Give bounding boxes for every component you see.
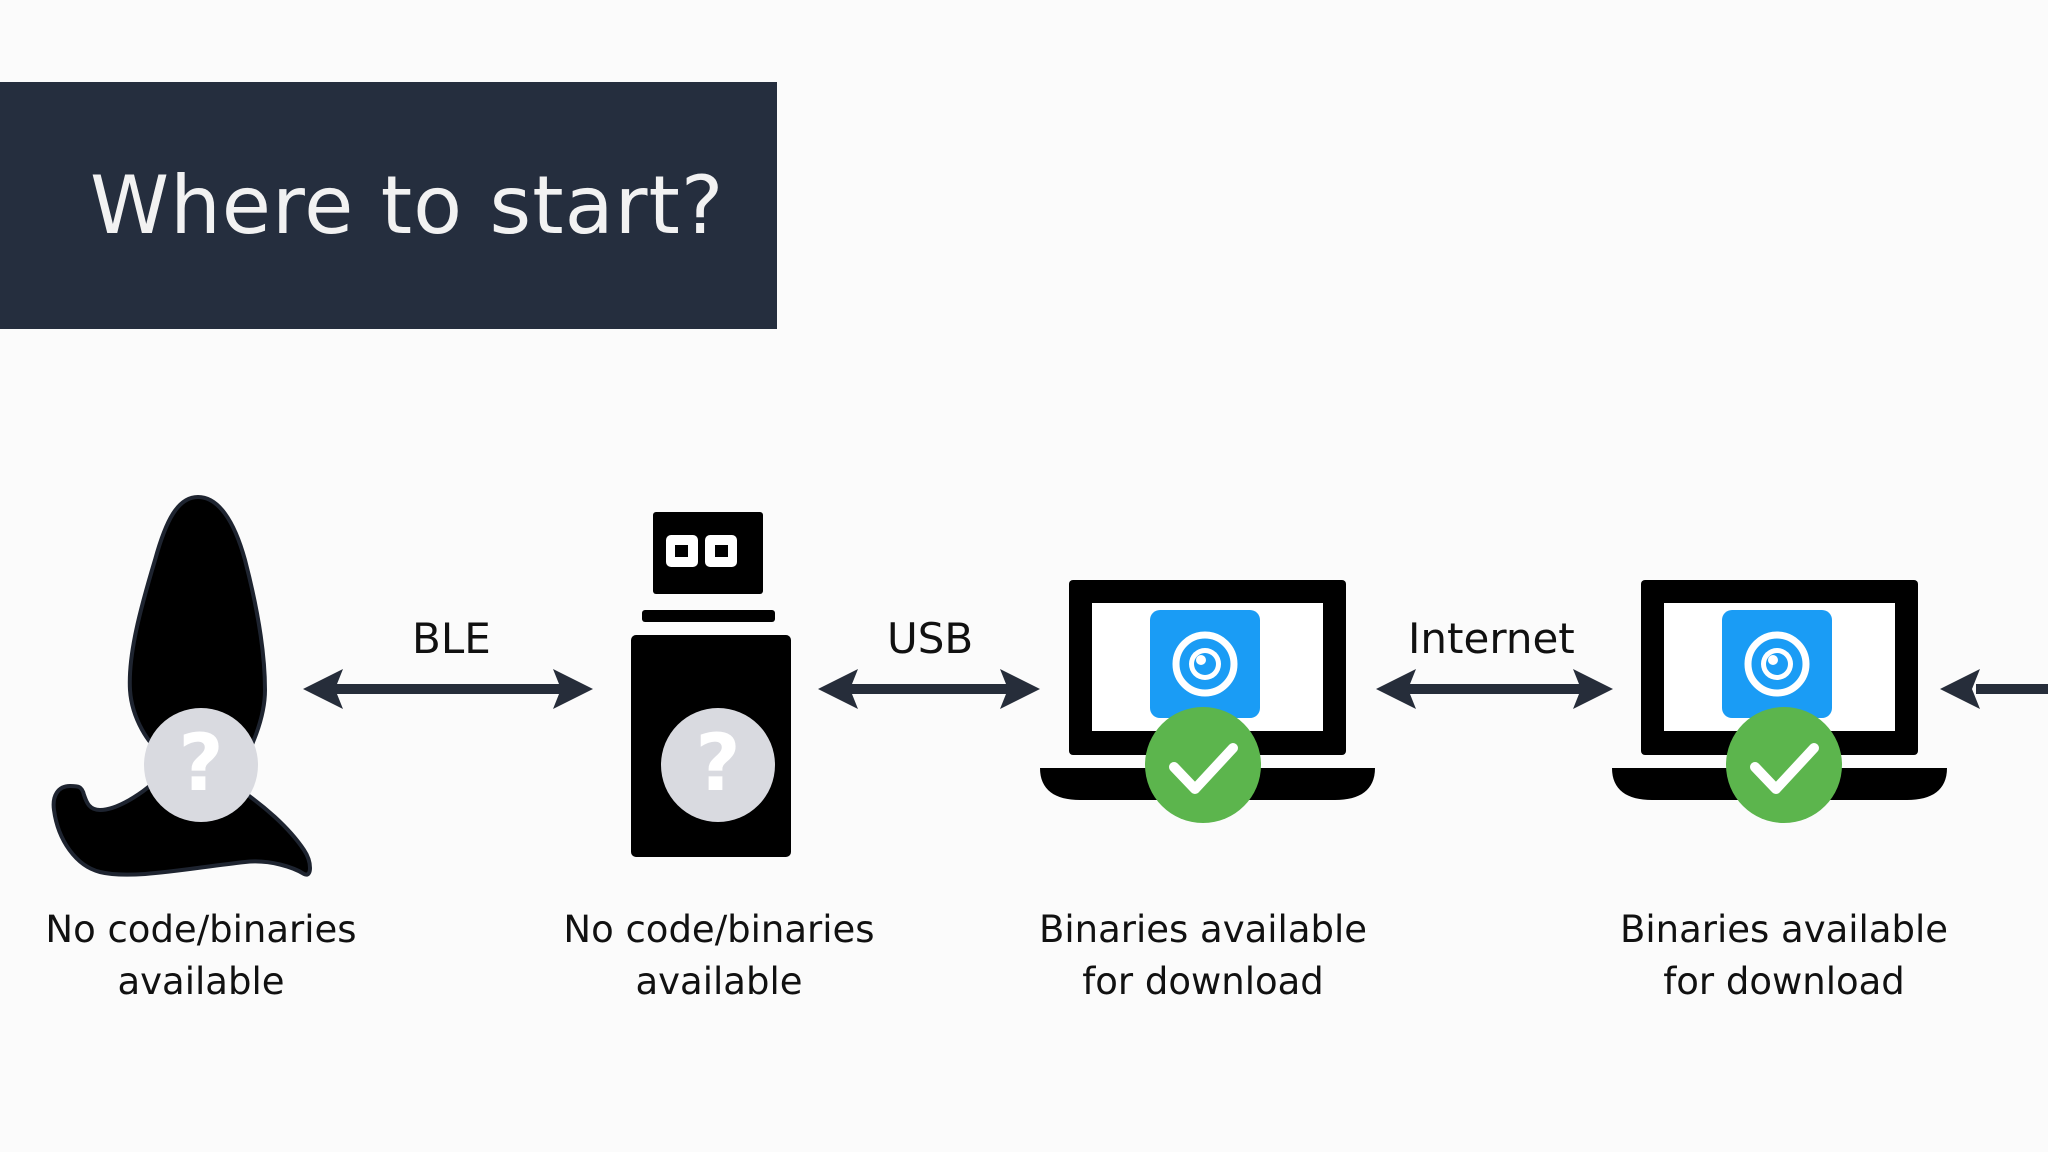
caption-dongle: No code/binaries available bbox=[509, 904, 929, 1008]
unknown-badge-device bbox=[144, 708, 258, 822]
toy-device-icon bbox=[51, 494, 312, 877]
caption-device: No code/binaries available bbox=[0, 904, 411, 1008]
arrow-offscreen bbox=[1940, 669, 2048, 709]
link-label-ble: BLE bbox=[412, 614, 491, 663]
camera-lens-icon bbox=[1744, 631, 1810, 697]
checkmark-icon bbox=[1750, 743, 1819, 794]
caption-line: for download bbox=[1663, 960, 1905, 1003]
checkmark-icon bbox=[1169, 743, 1238, 794]
camera-lens-icon bbox=[1172, 631, 1238, 697]
slide-title: Where to start? bbox=[90, 159, 725, 252]
question-mark-dongle: ? bbox=[695, 719, 740, 809]
caption-line: available bbox=[635, 960, 803, 1003]
caption-line: for download bbox=[1082, 960, 1324, 1003]
laptop-icon bbox=[1612, 580, 1947, 823]
caption-line: available bbox=[117, 960, 285, 1003]
arrow-ble bbox=[303, 669, 593, 709]
unknown-badge-dongle bbox=[661, 708, 775, 822]
link-label-internet: Internet bbox=[1408, 614, 1575, 663]
caption-laptop-1: Binaries available for download bbox=[993, 904, 1413, 1008]
title-banner: Where to start? bbox=[0, 82, 777, 329]
link-label-usb: USB bbox=[887, 614, 974, 663]
caption-line: No code/binaries bbox=[45, 908, 357, 951]
caption-line: Binaries available bbox=[1619, 908, 1949, 951]
caption-line: No code/binaries bbox=[563, 908, 875, 951]
check-badge bbox=[1145, 707, 1261, 823]
check-badge bbox=[1726, 707, 1842, 823]
caption-line: Binaries available bbox=[1038, 908, 1368, 951]
question-mark-device: ? bbox=[178, 719, 223, 809]
arrow-internet bbox=[1376, 669, 1613, 709]
usb-dongle-icon bbox=[631, 512, 791, 857]
caption-laptop-2: Binaries available for download bbox=[1574, 904, 1994, 1008]
arrow-usb bbox=[818, 669, 1040, 709]
laptop-icon bbox=[1040, 580, 1375, 823]
